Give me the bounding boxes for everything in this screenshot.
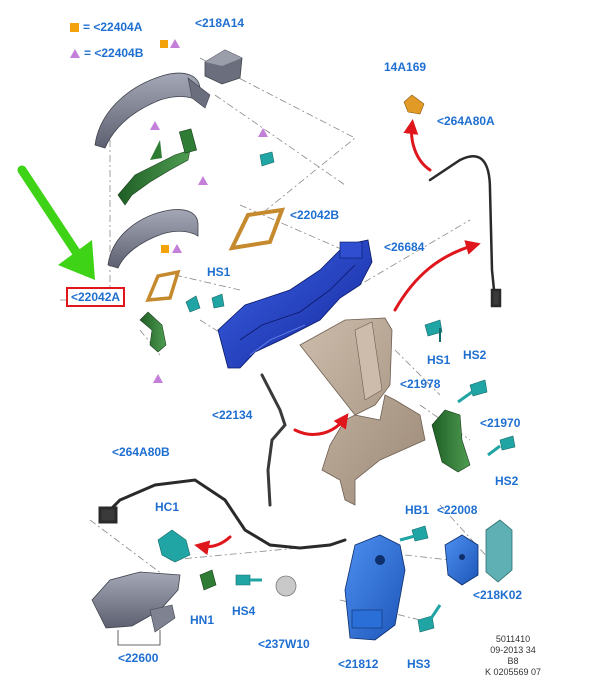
legend-text-triangle: = <22404B: [84, 46, 144, 60]
label-hb1: HB1: [405, 503, 430, 517]
door-latch: [344, 534, 406, 641]
label-218K02: <218K02: [473, 588, 523, 602]
label-22042A-highlighted: <22042A: [66, 287, 126, 307]
cable-clip-lower: [157, 529, 191, 563]
upper-exterior-handle: [94, 72, 211, 149]
fastener-screws: [399, 319, 516, 633]
label-hs1-upper: HS1: [207, 265, 231, 279]
label-22600: <22600: [118, 651, 159, 665]
label-hs2-upper: HS2: [463, 348, 487, 362]
green-cable-clip: [139, 311, 167, 353]
meta-line-4: K 0205569 07: [484, 667, 542, 677]
meta-line-1: 5011410: [495, 634, 531, 644]
interior-handle: [91, 571, 181, 646]
legend-item-square: = <22404A: [70, 20, 142, 34]
meta-line-3: B8: [507, 656, 519, 666]
control-rod: [260, 373, 287, 507]
label-237W10: <237W10: [258, 637, 310, 651]
legend-markers: [150, 39, 268, 383]
handle-cap: [204, 49, 243, 85]
legend-item-triangle: = <22404B: [70, 46, 143, 60]
triangle-marker-icon: [70, 49, 80, 59]
label-21978: <21978: [400, 377, 441, 391]
label-22008: <22008: [437, 503, 478, 517]
cable-upper: [428, 155, 502, 308]
green-clip: [178, 128, 198, 154]
label-22134: <22134: [212, 408, 253, 422]
legend-text-square: = <22404A: [83, 20, 143, 34]
label-264A80A: <264A80A: [437, 114, 495, 128]
label-218A14: <218A14: [195, 16, 245, 30]
label-22042B: <22042B: [290, 208, 340, 222]
label-14A169: 14A169: [384, 60, 427, 74]
meta-line-2: 09-2013 34: [490, 645, 536, 655]
teal-clips: [185, 151, 275, 313]
cable-clip-upper: [403, 94, 425, 115]
gasket-upper: [228, 207, 286, 251]
drawing-metadata: 5011410 09-2013 34 B8 K 0205569 07: [478, 634, 548, 678]
cable-lower: [98, 478, 347, 550]
striker-plate: [444, 534, 479, 586]
handle-carrier-bracket: [217, 239, 373, 369]
upper-green-seal: [117, 140, 191, 206]
square-marker-icon: [70, 23, 79, 33]
label-hc1: HC1: [155, 500, 180, 514]
label-21970: <21970: [480, 416, 521, 430]
label-hs4: HS4: [232, 604, 256, 618]
label-hn1: HN1: [190, 613, 215, 627]
lower-exterior-handle: [107, 209, 199, 269]
label-hs3: HS3: [407, 657, 431, 671]
label-hs1-lower: HS1: [427, 353, 451, 367]
label-264A80B: <264A80B: [112, 445, 170, 459]
latch-shield: [431, 409, 471, 473]
green-pointer-arrow: [17, 165, 95, 280]
door-shield-panel: [299, 317, 426, 506]
latch-seal: [485, 519, 513, 583]
label-26684: <26684: [384, 240, 425, 254]
flow-arrows: [194, 119, 481, 556]
label-21812: <21812: [338, 657, 379, 671]
label-hs2-lower: HS2: [495, 474, 519, 488]
small-hardware: [199, 569, 297, 597]
gasket-lower: [145, 269, 181, 303]
